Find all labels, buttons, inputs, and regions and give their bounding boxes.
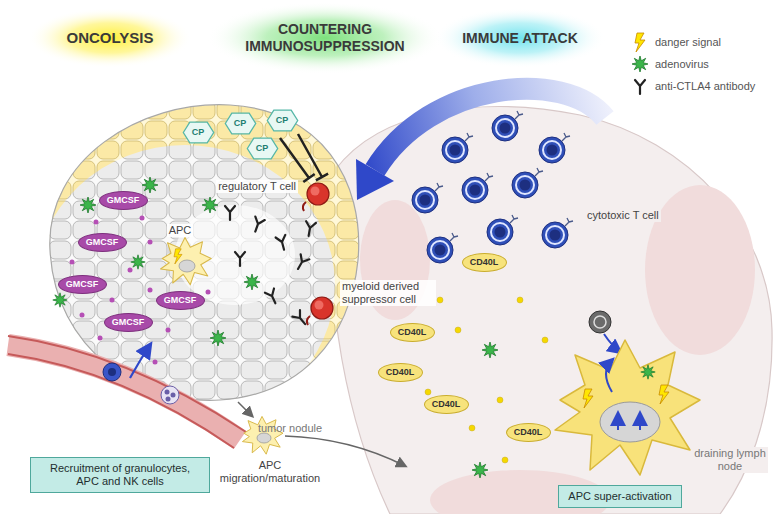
- hexagon-shape: [247, 138, 277, 159]
- cd40l-ellipse: CD40L: [424, 395, 469, 414]
- node-text: CP: [234, 118, 247, 128]
- checkpoint-hexagon: CP: [247, 138, 278, 159]
- checkpoint-hexagon: CP: [225, 113, 256, 134]
- legend-text: danger signal: [655, 36, 721, 49]
- node-text: CP: [276, 115, 289, 125]
- gmcsf-ellipse: GMCSF: [78, 233, 127, 252]
- gmcsf-ellipse: GMCSF: [104, 313, 153, 332]
- cd40l-ellipse: CD40L: [390, 323, 435, 342]
- section-heading: IMMUNE ATTACK: [462, 30, 578, 47]
- node-text: GMCSF: [164, 295, 197, 305]
- caption-box: APC super-activation: [558, 485, 682, 508]
- caption-box: Recruitment of granulocytes, APC and NK …: [30, 457, 210, 493]
- region-label: draining lymph node: [692, 447, 768, 473]
- hexagon-shape: [225, 113, 255, 134]
- hexagon-shape: [183, 122, 213, 143]
- section-heading: ONCOLYSIS: [67, 29, 154, 47]
- cell-label: cytotoxic T cell: [585, 209, 661, 222]
- node-text: CD40L: [398, 327, 427, 337]
- gmcsf-ellipse: GMCSF: [99, 191, 148, 210]
- node-text: GMCSF: [86, 237, 119, 247]
- node-text: CD40L: [386, 367, 415, 377]
- node-text: CP: [256, 143, 269, 153]
- legend-text: anti-CTLA4 antibody: [655, 80, 755, 93]
- node-text: GMCSF: [66, 279, 99, 289]
- node-text: APC super-activation: [568, 490, 671, 503]
- checkpoint-hexagon: CP: [267, 110, 298, 131]
- cell-label: regulatory T cell: [216, 180, 298, 193]
- gmcsf-ellipse: GMCSF: [156, 291, 205, 310]
- node-text: CP: [192, 127, 205, 137]
- node-text: CD40L: [470, 257, 499, 267]
- section-heading: COUNTERING IMMUNOSUPPRESSION: [225, 21, 425, 55]
- cd40l-ellipse: CD40L: [462, 253, 507, 272]
- node-text: GMCSF: [112, 317, 145, 327]
- node-text: CD40L: [514, 427, 543, 437]
- legend-text: adenovirus: [655, 58, 709, 71]
- hexagon-shape: [267, 110, 297, 131]
- cd40l-ellipse: CD40L: [378, 363, 423, 382]
- cell-label: APC: [167, 224, 194, 237]
- gmcsf-ellipse: GMCSF: [58, 275, 107, 294]
- process-label: APC migration/maturation: [210, 459, 330, 485]
- node-text: Recruitment of granulocytes, APC and NK …: [40, 462, 200, 487]
- cd40l-ellipse: CD40L: [506, 423, 551, 442]
- checkpoint-hexagon: CP: [183, 122, 214, 143]
- node-text: CD40L: [432, 399, 461, 409]
- cell-label: myeloid derived suppressor cell: [340, 280, 436, 306]
- region-label: tumor nodule: [258, 422, 322, 435]
- node-text: GMCSF: [107, 195, 140, 205]
